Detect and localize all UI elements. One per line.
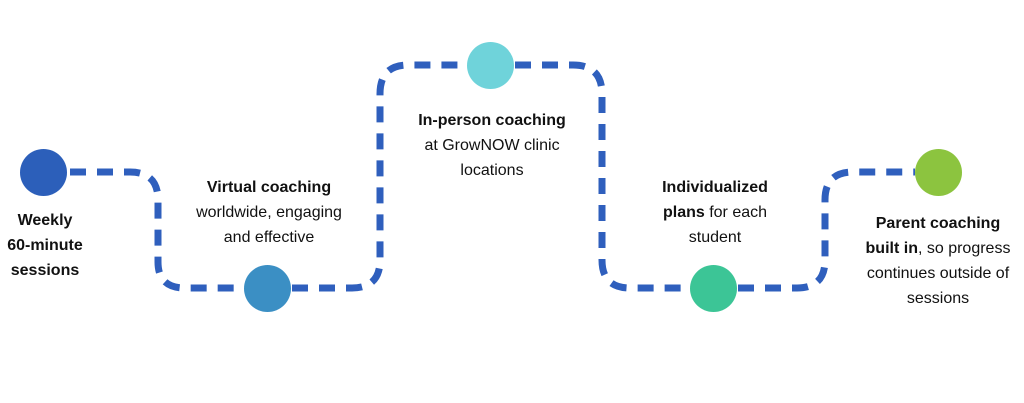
step-3-circle — [467, 42, 514, 89]
step-1-title-line: 60-minute — [7, 237, 83, 254]
step-4-circle — [690, 265, 737, 312]
step-2-desc-line: and effective — [223, 229, 315, 246]
step-5-circle — [915, 149, 962, 196]
step-1-label: Weekly 60-minute sessions — [0, 208, 90, 283]
step-5-title-line: Parent coaching — [875, 215, 1001, 232]
step-4-desc-line: student — [688, 229, 742, 246]
step-2-label: Virtual coaching worldwide, engaging and… — [176, 175, 362, 250]
step-3-desc-line: locations — [460, 162, 524, 179]
step-5-desc-line: continues outside of — [866, 265, 1010, 282]
step-4-desc-inline: for each — [704, 204, 768, 221]
step-5-desc-inline: , so progress — [917, 240, 1011, 257]
step-2-circle — [244, 265, 291, 312]
step-5-label: Parent coaching built in, so progress co… — [852, 211, 1024, 311]
step-1-circle — [20, 149, 67, 196]
step-3-label: In-person coaching at GrowNOW clinic loc… — [392, 108, 592, 183]
step-4-label: Individualized plans for each student — [630, 175, 800, 250]
step-1-title-line: Weekly — [17, 212, 73, 229]
step-3-title: In-person coaching — [418, 112, 566, 129]
step-1-title-line: sessions — [10, 262, 80, 279]
step-2-desc-line: worldwide, engaging — [196, 204, 342, 221]
step-5-title-line: built in — [865, 240, 918, 257]
step-4-title-line: Individualized — [662, 179, 768, 196]
step-4-title-line: plans — [662, 204, 705, 221]
step-2-title: Virtual coaching — [206, 179, 332, 196]
step-5-desc-line: sessions — [906, 290, 970, 307]
step-3-desc-line: at GrowNOW clinic — [424, 137, 560, 154]
